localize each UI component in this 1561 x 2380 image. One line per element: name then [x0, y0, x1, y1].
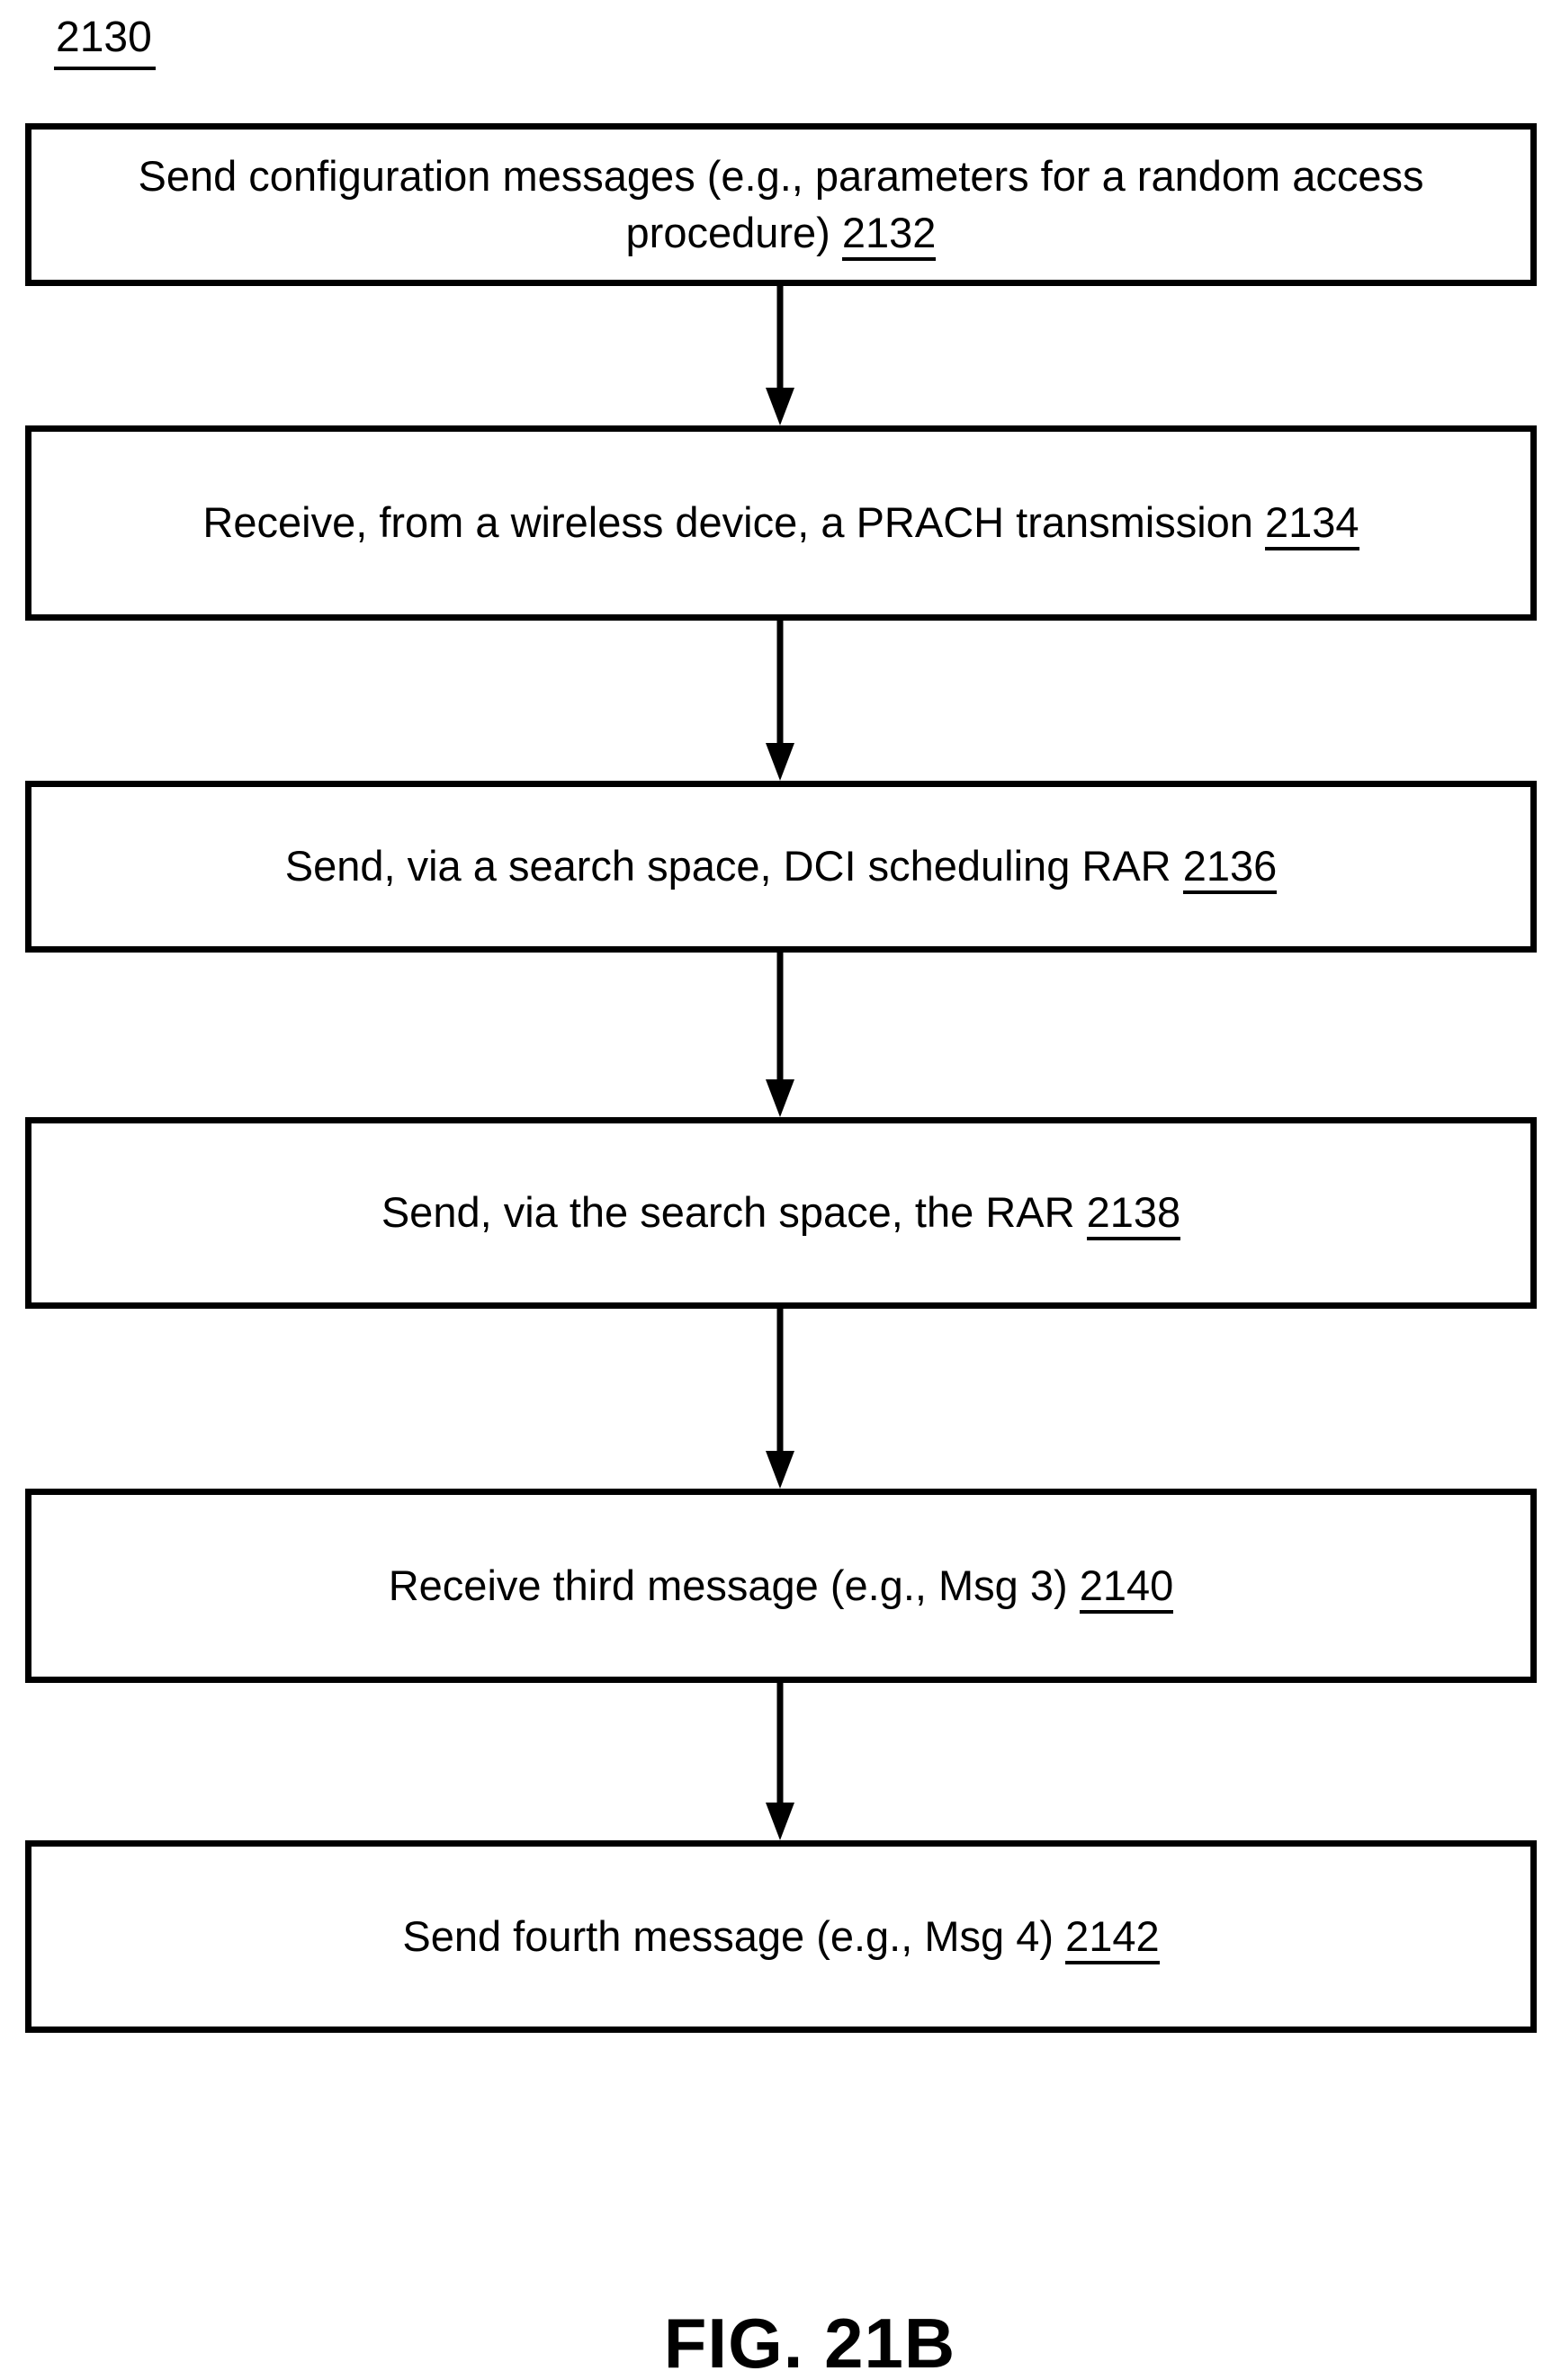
step-ref-number: 2140 — [1079, 1561, 1174, 1614]
step-ref-number: 2142 — [1065, 1911, 1160, 1964]
step-text: Send configuration messages (e.g., param… — [138, 151, 1424, 256]
step-text-container: Receive, from a wireless device, a PRACH… — [166, 495, 1395, 551]
step-box-2140: Receive third message (e.g., Msg 3) 2140 — [25, 1489, 1537, 1683]
step-box-2138: Send, via the search space, the RAR 2138 — [25, 1117, 1537, 1309]
arrow-head-icon — [765, 1079, 794, 1117]
down-arrow — [763, 286, 796, 425]
arrow-shaft — [776, 286, 783, 393]
arrow-head-icon — [765, 1803, 794, 1840]
arrow-shaft — [776, 953, 783, 1085]
step-text-container: Send configuration messages (e.g., param… — [52, 148, 1510, 262]
down-arrow — [763, 621, 796, 781]
step-text-container: Send, via the search space, the RAR 2138 — [345, 1185, 1216, 1241]
step-text: Send fourth message (e.g., Msg 4) — [402, 1911, 1054, 1960]
down-arrow — [763, 1309, 796, 1489]
step-box-2142: Send fourth message (e.g., Msg 4) 2142 — [25, 1840, 1537, 2033]
step-text: Send, via a search space, DCI scheduling… — [284, 842, 1171, 890]
step-ref-number: 2138 — [1086, 1188, 1181, 1241]
step-ref-number: 2132 — [841, 208, 937, 261]
arrow-head-icon — [765, 1451, 794, 1489]
down-arrow — [763, 1683, 796, 1840]
arrow-shaft — [776, 1309, 783, 1456]
step-text-container: Send fourth message (e.g., Msg 4) 2142 — [366, 1909, 1195, 1965]
arrow-head-icon — [765, 743, 794, 781]
step-text: Send, via the search space, the RAR — [381, 1188, 1075, 1237]
step-text: Receive third message (e.g., Msg 3) — [388, 1561, 1068, 1609]
figure-reference-label: 2130 — [54, 13, 156, 70]
arrow-shaft — [776, 621, 783, 748]
step-box-2134: Receive, from a wireless device, a PRACH… — [25, 425, 1537, 621]
arrow-head-icon — [765, 388, 794, 425]
step-ref-number: 2136 — [1182, 842, 1278, 895]
figure-caption: FIG. 21B — [663, 2304, 956, 2380]
step-text: Receive, from a wireless device, a PRACH… — [202, 498, 1253, 547]
step-text-container: Receive third message (e.g., Msg 3) 2140 — [353, 1558, 1210, 1615]
down-arrow — [763, 953, 796, 1117]
arrow-shaft — [776, 1683, 783, 1808]
step-ref-number: 2134 — [1265, 498, 1359, 551]
step-box-2136: Send, via a search space, DCI scheduling… — [25, 781, 1537, 953]
step-text-container: Send, via a search space, DCI scheduling… — [249, 838, 1314, 895]
step-box-2132: Send configuration messages (e.g., param… — [25, 123, 1537, 286]
